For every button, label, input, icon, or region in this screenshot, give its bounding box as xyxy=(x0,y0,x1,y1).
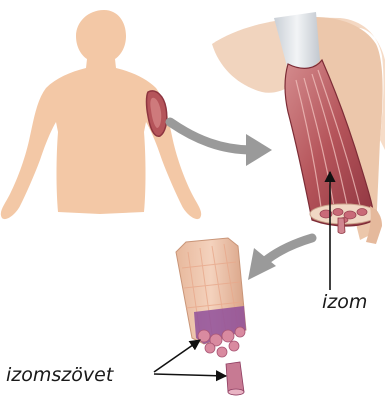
tissue-pointer-line-2 xyxy=(154,374,226,376)
muscle-tissue-label: izomszövet xyxy=(6,364,115,386)
label-muscle-tissue: izomszövet xyxy=(6,340,226,386)
tissue-pointer-line-1 xyxy=(154,340,200,372)
zoom-arrow-2 xyxy=(248,238,312,280)
enlarged-arm-muscle xyxy=(212,12,385,244)
muscle-label: izom xyxy=(322,291,367,313)
protruding-fiber-end xyxy=(228,389,244,395)
human-body-figure xyxy=(1,10,201,219)
muscle-tissue-bundle xyxy=(176,238,246,395)
zoom-arrow-1 xyxy=(170,122,272,166)
protruding-fascicle xyxy=(338,218,345,234)
body-silhouette xyxy=(1,10,201,219)
